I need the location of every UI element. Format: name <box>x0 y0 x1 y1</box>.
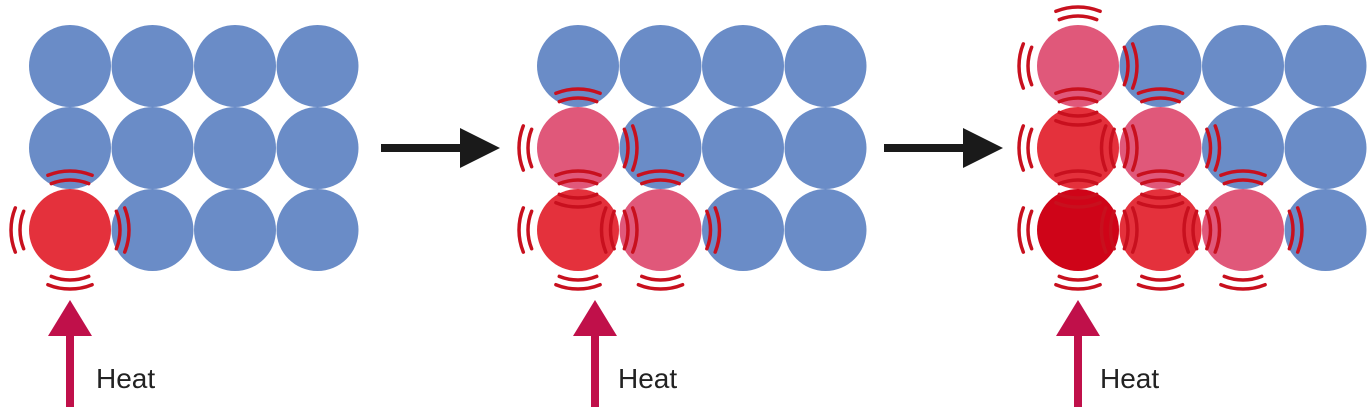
particle-cold <box>276 25 359 107</box>
particle-cold <box>702 25 784 107</box>
particle-cold <box>194 25 276 107</box>
vibration-arcs-icon <box>1017 169 1139 291</box>
particle-cold <box>111 107 194 189</box>
vibration-arcs-icon <box>1017 5 1139 127</box>
particle-cold <box>619 25 702 107</box>
panel-3 <box>1037 25 1367 271</box>
particle-cold <box>1119 25 1202 107</box>
vibration-arcs-icon <box>9 169 131 291</box>
vibration-arcs-icon <box>599 169 722 291</box>
particle-cold <box>784 189 867 271</box>
particle-cold <box>194 107 276 189</box>
particle-cold <box>784 107 867 189</box>
vibration-arcs-icon <box>1099 87 1222 209</box>
particle-hot <box>1037 107 1119 189</box>
particle-cold <box>702 189 784 271</box>
particle-hot <box>29 189 111 271</box>
vibration-arcs-icon <box>1099 169 1222 291</box>
particle-cold <box>111 189 194 271</box>
right-arrow-icon <box>884 128 1003 168</box>
particle-warm <box>537 107 619 189</box>
arrows-layer <box>48 128 1100 407</box>
particle-cold <box>1202 107 1284 189</box>
heat-label-1: Heat <box>96 363 156 394</box>
particles-layer <box>29 25 1367 271</box>
particle-cold <box>29 107 111 189</box>
panel-1 <box>29 25 359 271</box>
particle-cold <box>276 107 359 189</box>
particle-warm <box>1037 25 1119 107</box>
particle-cold <box>537 25 619 107</box>
particle-warm <box>1119 107 1202 189</box>
heat-label-3: Heat <box>1100 363 1160 394</box>
heat-label-2: Heat <box>618 363 678 394</box>
vibration-arcs-icon <box>1182 169 1304 291</box>
particle-cold <box>29 25 111 107</box>
particle-cold <box>1284 189 1367 271</box>
particle-hot <box>537 189 619 271</box>
vibration-arcs-icon <box>517 87 639 209</box>
particle-cold <box>1202 25 1284 107</box>
particle-cold <box>784 25 867 107</box>
vibration-layer <box>9 5 1304 291</box>
particle-cold <box>619 107 702 189</box>
particle-cold <box>702 107 784 189</box>
vibration-arcs-icon <box>517 169 639 291</box>
particle-cold <box>194 189 276 271</box>
vibration-arcs-icon <box>1017 87 1139 209</box>
particle-cold <box>276 189 359 271</box>
particle-warm <box>619 189 702 271</box>
particle-cold <box>1284 25 1367 107</box>
up-arrow-icon <box>573 300 617 407</box>
up-arrow-icon <box>48 300 92 407</box>
panel-2 <box>537 25 867 271</box>
particle-warm <box>1202 189 1284 271</box>
right-arrow-icon <box>381 128 500 168</box>
up-arrow-icon <box>1056 300 1100 407</box>
particle-hottest <box>1037 189 1119 271</box>
particle-cold <box>111 25 194 107</box>
particle-cold <box>1284 107 1367 189</box>
particle-hot <box>1119 189 1202 271</box>
